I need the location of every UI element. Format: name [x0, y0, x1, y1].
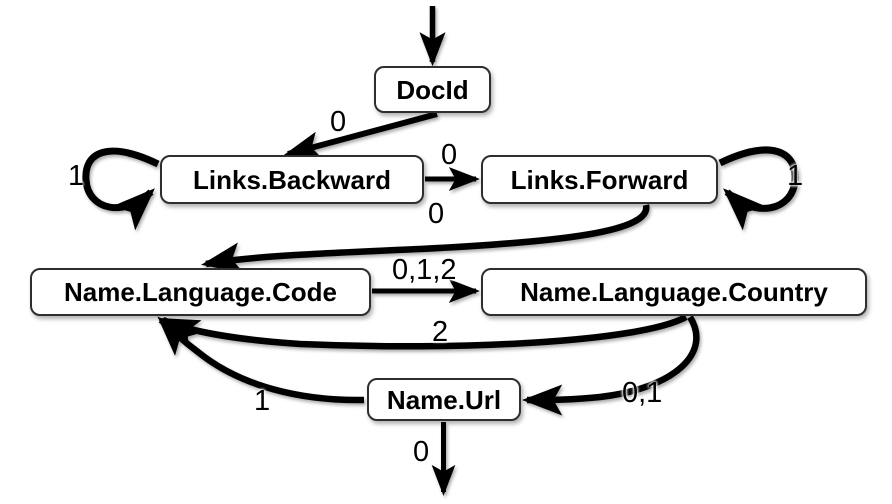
node-docid[interactable]: DocId [374, 66, 491, 113]
node-name-language-code-label: Name.Language.Code [63, 277, 338, 307]
edge-country-code [158, 314, 688, 350]
node-links-forward[interactable]: Links.Forward [481, 155, 718, 204]
node-links-backward-label: Links.Backward [193, 164, 391, 195]
node-links-backward[interactable]: Links.Backward [160, 155, 424, 204]
node-name-language-code[interactable]: Name.Language.Code [30, 268, 371, 316]
node-name-language-country-label: Name.Language.Country [520, 277, 828, 307]
edge-label-url-code: 1 [254, 385, 271, 417]
node-docid-label: DocId [396, 74, 469, 105]
edge-label-country-url: 0,1 [622, 377, 663, 409]
edge-backward-self [82, 147, 160, 231]
edge-label-code-country: 0,1,2 [392, 254, 457, 286]
edge-label-docid-backward: 0 [330, 106, 347, 138]
node-name-language-country[interactable]: Name.Language.Country [481, 268, 867, 316]
edge-url-code [157, 316, 365, 404]
edge-label-backward-forward: 0 [441, 139, 458, 171]
node-links-forward-label: Links.Forward [510, 164, 689, 195]
node-name-url-label: Name.Url [386, 384, 502, 415]
edge-forward-code [201, 204, 650, 273]
edge-label-forward-self: 1 [787, 160, 804, 192]
edge-label-country-code: 2 [432, 316, 449, 348]
node-name-url[interactable]: Name.Url [367, 378, 521, 421]
edge-label-forward-code: 0 [428, 198, 445, 230]
edge-label-backward-self: 1 [68, 160, 85, 192]
edge-forward-self [718, 146, 799, 231]
edge-docid-backward [283, 111, 438, 160]
edge-country-url [521, 315, 700, 416]
edge-label-url-exit: 0 [413, 436, 430, 468]
